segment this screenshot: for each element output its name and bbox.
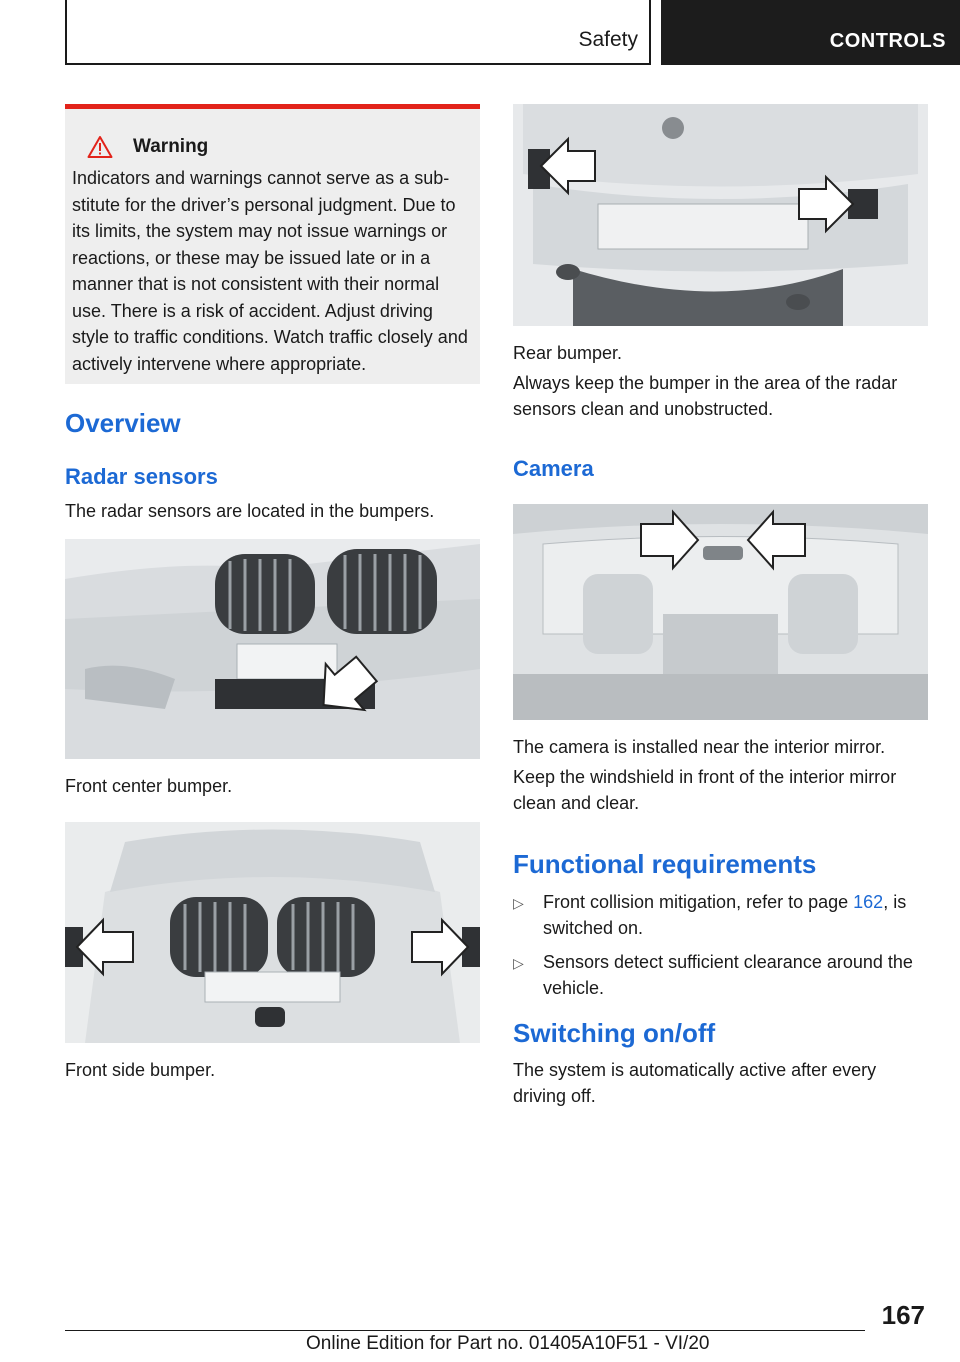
page-reference-link[interactable]: 162	[853, 892, 884, 912]
header-left-rule	[65, 0, 67, 64]
switching-on-off-heading: Switching on/off	[513, 1018, 716, 1048]
header-section-title: Safety	[578, 28, 638, 51]
camera-left-arrow-icon	[640, 509, 700, 571]
front-side-bumper-caption: Front side bumper.	[65, 1060, 216, 1080]
front-center-bumper-image	[65, 539, 480, 759]
header-bottom-rule	[65, 63, 651, 65]
footer-rule	[65, 1330, 865, 1331]
page-number: 167	[881, 1300, 925, 1330]
warning-box: Warning Indicators and warnings cannot s…	[65, 104, 480, 384]
overview-heading: Overview	[65, 408, 181, 438]
bullet-triangle-icon: ▷	[513, 895, 524, 911]
camera-right-arrow-icon	[746, 509, 806, 571]
functional-requirements-heading: Functional requirements	[513, 849, 817, 879]
warning-title-row: Warning	[87, 133, 208, 161]
rear-bumper-text: Always keep the bumper in the area of th…	[513, 373, 898, 419]
list-item: ▷ Sensors detect sufficient clearance ar…	[513, 952, 913, 998]
switching-on-off-text: The system is automatically active after…	[513, 1060, 877, 1106]
header-divider	[649, 0, 651, 64]
camera-caption: The camera is installed near the interio…	[513, 737, 886, 757]
radar-sensor-arrow-icon	[322, 655, 379, 712]
rear-left-sensor-arrow-icon	[539, 136, 596, 196]
functional-requirements-list: ▷ Front collision mitigation, refer to p…	[513, 889, 933, 1009]
header-chapter-tab[interactable]: CONTROLS	[661, 0, 960, 65]
rear-right-sensor-arrow-icon	[798, 174, 855, 234]
front-side-bumper-image	[65, 822, 480, 1043]
rear-bumper-caption: Rear bumper.	[513, 343, 623, 363]
footer-edition-text: Online Edition for Part no. 01405A10F51 …	[306, 1333, 710, 1354]
radar-sensors-heading: Radar sensors	[65, 464, 218, 489]
warning-text: Indicators and warnings cannot serve as …	[72, 168, 468, 374]
rear-bumper-image	[513, 104, 928, 326]
front-center-bumper-caption: Front center bumper.	[65, 776, 233, 796]
warning-triangle-icon	[87, 135, 113, 159]
camera-interior-image	[513, 504, 928, 720]
radar-sensors-text: The radar sensors are located in the bum…	[65, 501, 435, 521]
left-sensor-arrow-icon	[75, 917, 134, 977]
warning-title: Warning	[133, 136, 209, 157]
right-sensor-arrow-icon	[411, 917, 470, 977]
bullet-triangle-icon: ▷	[513, 955, 524, 971]
camera-text: Keep the windshield in front of the inte…	[513, 767, 897, 813]
camera-heading: Camera	[513, 456, 594, 481]
header-chapter-label: CONTROLS	[829, 30, 946, 52]
list-item: ▷ Front collision mitigation, refer to p…	[513, 892, 907, 938]
